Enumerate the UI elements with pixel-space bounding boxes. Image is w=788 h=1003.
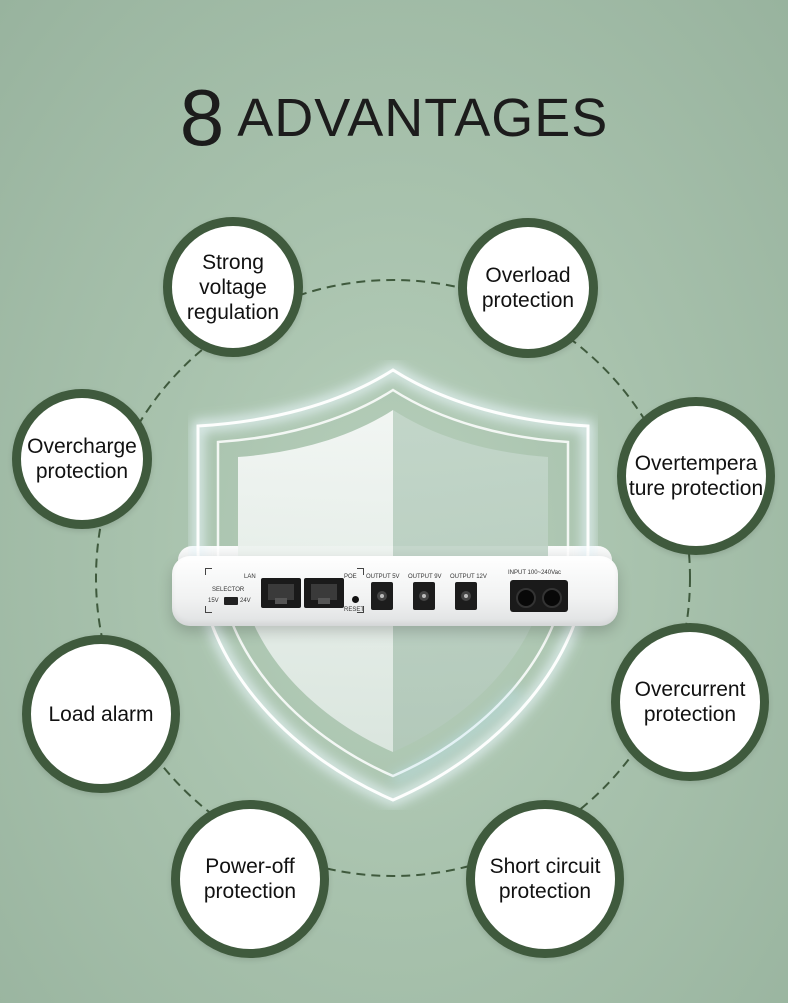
- lan-port: [261, 578, 301, 608]
- advantage-short-circuit-protection: Short circuit protection: [466, 800, 624, 958]
- advantage-label: Overcurrent protection: [634, 678, 746, 726]
- output-12v-jack: [455, 582, 477, 610]
- advantage-overtemperature-protection: Overtempera ture protection: [617, 397, 775, 555]
- output-5v-jack: [371, 582, 393, 610]
- output-9v-jack: [413, 582, 435, 610]
- poe-device: LAN POE SELECTOR 15V 24V RESET OUTPUT 5V…: [172, 546, 618, 626]
- output-9v-label: OUTPUT 9V: [408, 574, 442, 580]
- bracket-tr: [357, 568, 364, 575]
- output-12v-label: OUTPUT 12V: [450, 574, 487, 580]
- lan-label: LAN: [244, 574, 256, 580]
- bracket-bl: [205, 606, 212, 613]
- advantage-load-alarm: Load alarm: [22, 635, 180, 793]
- reset-button[interactable]: [352, 596, 359, 603]
- advantage-overcurrent-protection: Overcurrent protection: [611, 623, 769, 781]
- bracket-tl: [205, 568, 212, 575]
- advantage-power-off-protection: Power-off protection: [171, 800, 329, 958]
- voltage-selector-switch[interactable]: [224, 597, 238, 605]
- v15-label: 15V: [208, 598, 219, 604]
- advantage-label: Load alarm: [48, 702, 154, 726]
- reset-label: RESET: [344, 607, 365, 613]
- output-5v-label: OUTPUT 5V: [366, 574, 400, 580]
- advantage-overload-protection: Overload protection: [458, 218, 598, 358]
- advantage-label: Overtempera ture protection: [628, 452, 764, 500]
- bracket-br: [357, 606, 364, 613]
- poe-label: POE: [344, 574, 357, 580]
- title-number: 8: [179, 73, 224, 162]
- advantage-strong-voltage-regulation: Strong voltage regulation: [163, 217, 303, 357]
- title-word: ADVANTAGES: [237, 88, 609, 148]
- selector-label: SELECTOR: [212, 587, 245, 593]
- advantage-label: Short circuit protection: [489, 855, 601, 903]
- advantage-overcharge-protection: Overcharge protection: [12, 389, 152, 529]
- advantage-label: Power-off protection: [203, 855, 297, 903]
- advantage-label: Overcharge protection: [27, 435, 137, 483]
- advantage-label: Overload protection: [481, 264, 575, 312]
- advantage-label: Strong voltage regulation: [186, 250, 280, 324]
- input-label: INPUT 100~240Vac: [508, 570, 561, 576]
- poe-port: [304, 578, 344, 608]
- v24-label: 24V: [240, 598, 251, 604]
- ac-input-socket: [510, 580, 568, 612]
